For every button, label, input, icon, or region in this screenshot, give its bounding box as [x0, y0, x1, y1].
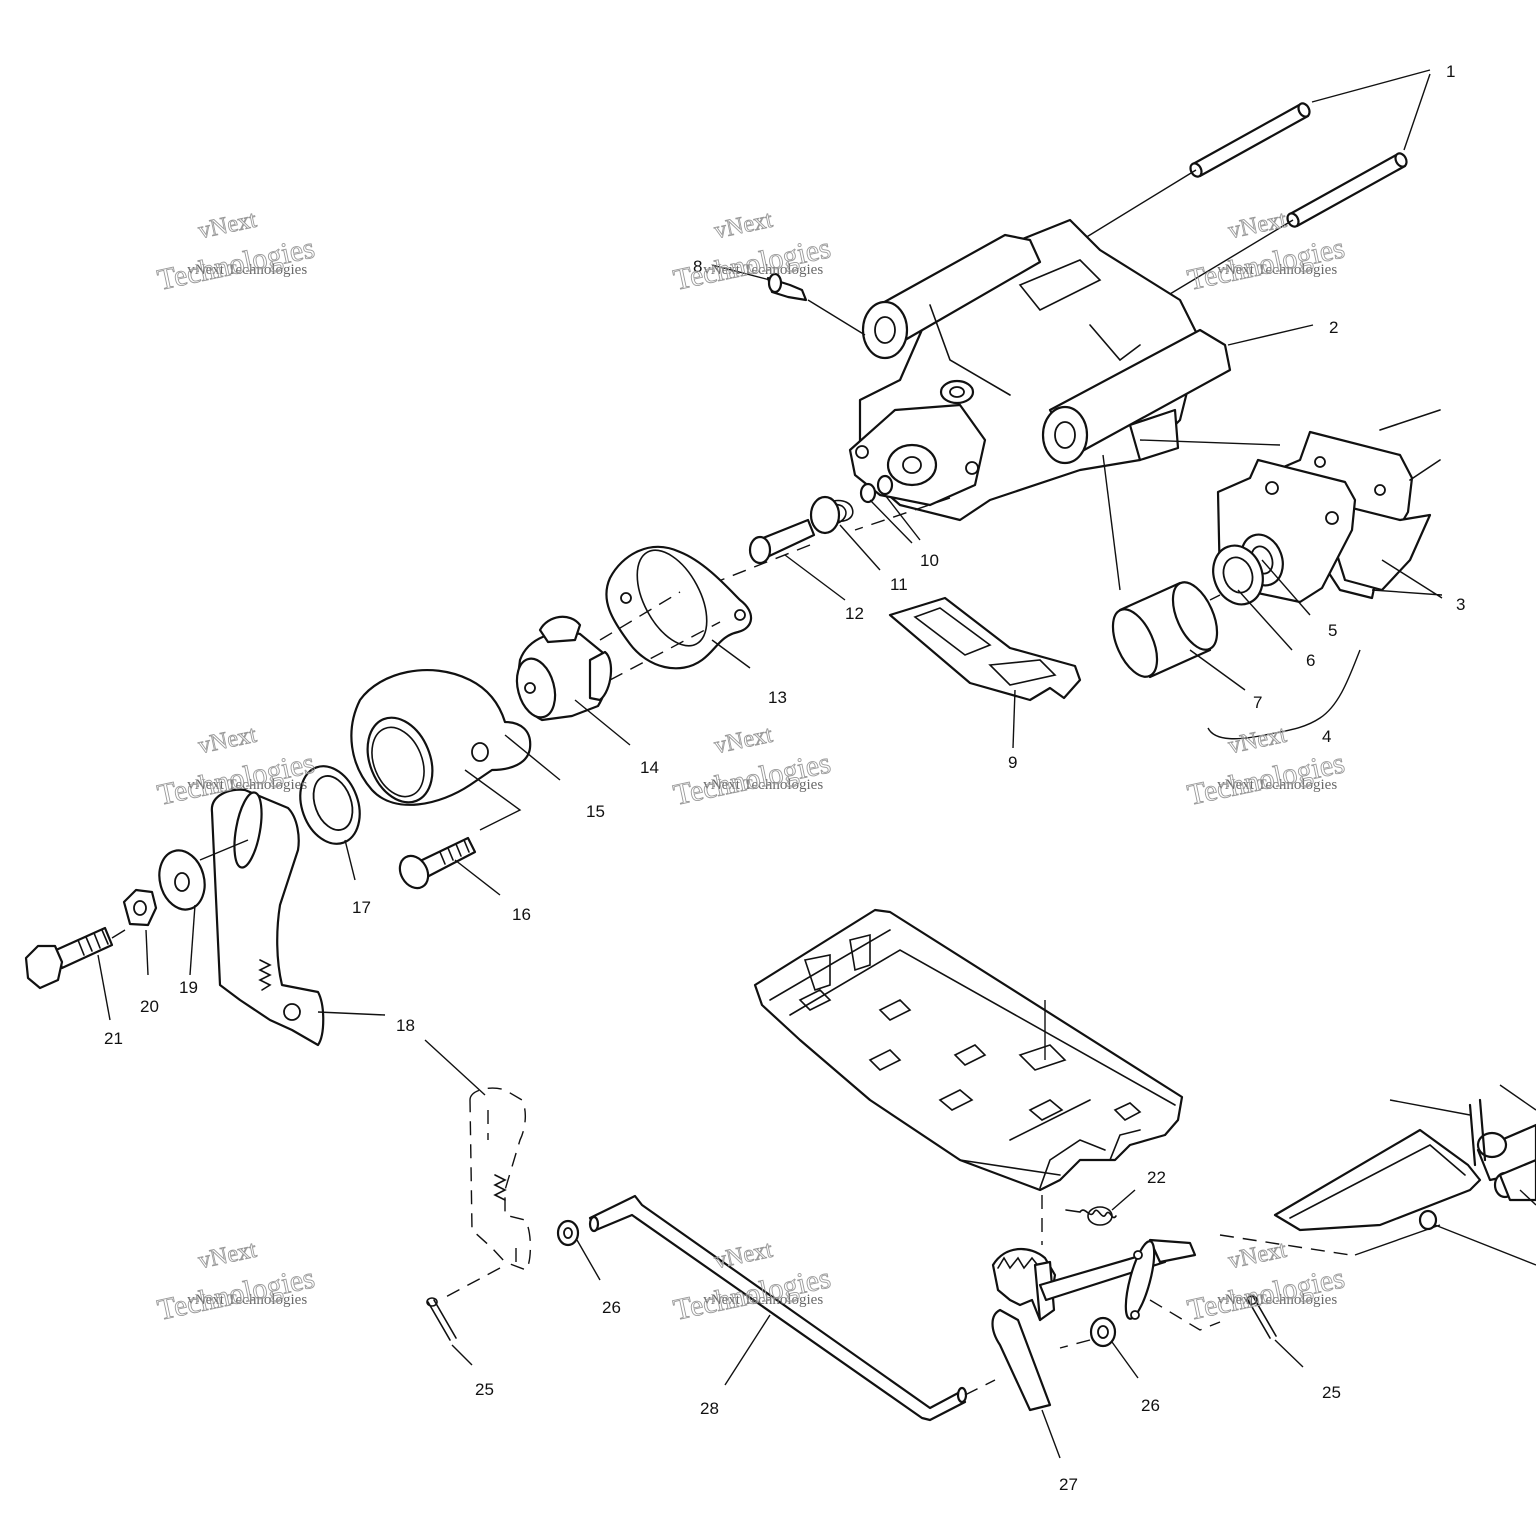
callout-1: 1 [1446, 62, 1455, 81]
watermark-vnext: vNext [1226, 1237, 1289, 1275]
watermark-vnext: vNext [196, 722, 259, 760]
callout-8: 8 [693, 257, 702, 276]
callout-22: 22 [1147, 1168, 1166, 1187]
track-assembly-partial [1219, 1084, 1536, 1266]
callout-11: 11 [890, 575, 908, 594]
watermark-small: vNext Technologies [1217, 262, 1337, 278]
callout-10: 10 [920, 551, 939, 570]
callout-14: 14 [640, 758, 659, 777]
watermark-technologies: Technologies [671, 231, 834, 296]
watermark-technologies: Technologies [671, 746, 834, 811]
watermark-small: vNext Technologies [1217, 777, 1337, 793]
part-13-gasket [605, 545, 753, 670]
part-17-ring [299, 765, 361, 881]
callout-19: 19 [179, 978, 198, 997]
part-2-caliper-housing [848, 218, 1314, 591]
callout-12: 12 [845, 604, 864, 623]
callout-26-right: 26 [1141, 1396, 1160, 1415]
callout-16: 16 [512, 905, 531, 924]
part-25-cotter-right [1246, 1295, 1304, 1368]
part-19-washer [158, 839, 249, 976]
watermark-small: vNext Technologies [703, 777, 823, 793]
watermark-top-middle: vNext vNext Technologies Technologies [670, 206, 834, 297]
part-5-6-7-piston [1111, 533, 1361, 740]
part-16-cap-screw [398, 836, 501, 896]
watermark-technologies: Technologies [671, 1261, 834, 1326]
part-9-pad-spring [888, 596, 1082, 749]
callout-7: 7 [1253, 693, 1262, 712]
watermark-technologies: Technologies [1185, 1261, 1348, 1326]
watermark-small: vNext Technologies [187, 777, 307, 793]
watermark-vnext: vNext [712, 722, 775, 760]
watermark-small: vNext Technologies [703, 262, 823, 278]
watermark-technologies: Technologies [1185, 231, 1348, 296]
watermark-vnext: vNext [196, 1237, 259, 1275]
watermark-small: vNext Technologies [187, 262, 307, 278]
callout-17: 17 [352, 898, 371, 917]
callout-labels: 1 2 3 4 5 6 7 8 9 10 11 12 13 14 15 16 1… [104, 62, 1465, 1494]
part-21-bolt [24, 926, 126, 1021]
part-25-cotter-left [426, 1297, 473, 1366]
part-28-rod [588, 1194, 996, 1422]
running-board [753, 908, 1184, 1245]
part-18-lever-alt-position [439, 1087, 532, 1301]
watermark-vnext: vNext [1226, 207, 1289, 245]
callout-25-left: 25 [475, 1380, 494, 1399]
callout-20: 20 [140, 997, 159, 1016]
part-14-cup [515, 591, 721, 746]
callout-18: 18 [396, 1016, 415, 1035]
callout-9: 9 [1008, 753, 1017, 772]
watermark-technologies: Technologies [155, 1261, 318, 1326]
part-27-pedal [991, 1238, 1221, 1459]
watermark-small: vNext Technologies [703, 1292, 823, 1308]
part-26-washer-right [1059, 1316, 1139, 1379]
callout-4: 4 [1322, 727, 1331, 746]
part-3-brake-pads [1216, 409, 1443, 604]
callout-5: 5 [1328, 621, 1337, 640]
watermark-vnext: vNext [196, 207, 259, 245]
part-18-lever [210, 788, 486, 1096]
callout-26-left: 26 [602, 1298, 621, 1317]
callout-27: 27 [1059, 1475, 1078, 1494]
watermark-technologies: Technologies [1185, 746, 1348, 811]
watermark-vnext: vNext [712, 1237, 775, 1275]
callout-6: 6 [1306, 651, 1315, 670]
part-8-bleeder [711, 264, 866, 336]
callout-21: 21 [104, 1029, 123, 1048]
watermark-mid-middle: vNext vNext Technologies Technologies [670, 721, 834, 812]
watermark-top-right: vNext vNext Technologies Technologies [1184, 206, 1348, 297]
part-20-nut [122, 888, 158, 976]
watermark-technologies: Technologies [155, 231, 318, 296]
callout-2: 2 [1329, 318, 1338, 337]
part-15-adapter [350, 668, 561, 831]
watermark-bottom-left: vNext vNext Technologies Technologies [154, 1236, 318, 1327]
callout-15: 15 [586, 802, 605, 821]
callout-3: 3 [1456, 595, 1465, 614]
part-26-washer-left [556, 1219, 601, 1281]
part-1-pins [1084, 69, 1431, 301]
watermark-top-left: vNext vNext Technologies Technologies [154, 206, 318, 297]
watermark-vnext: vNext [712, 207, 775, 245]
part-22-spring [1065, 1189, 1136, 1226]
watermark-small: vNext Technologies [187, 1292, 307, 1308]
callout-28: 28 [700, 1399, 719, 1418]
watermark-vnext: vNext [1226, 722, 1289, 760]
watermark-small: vNext Technologies [1217, 1292, 1337, 1308]
callout-25-right: 25 [1322, 1383, 1341, 1402]
callout-13: 13 [768, 688, 787, 707]
watermark-bottom-right: vNext vNext Technologies Technologies [1184, 1236, 1348, 1327]
